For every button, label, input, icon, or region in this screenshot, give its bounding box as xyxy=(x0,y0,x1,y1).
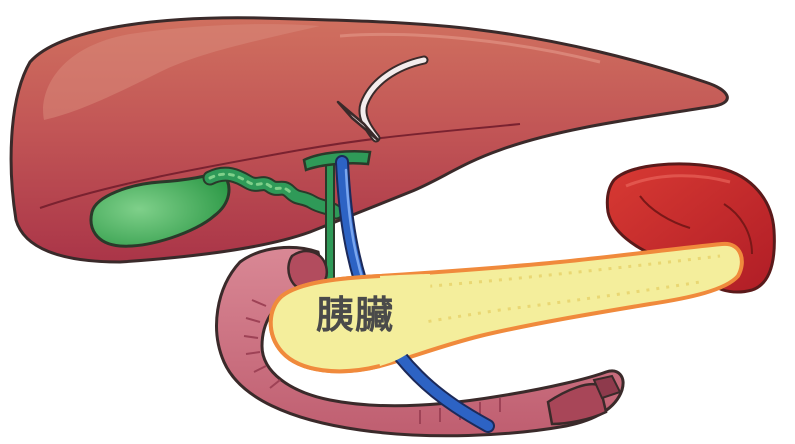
pancreas-label: 胰臟 xyxy=(316,296,394,334)
